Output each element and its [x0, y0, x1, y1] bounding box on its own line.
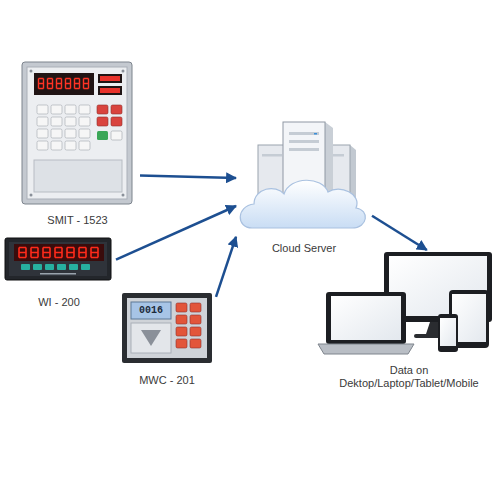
device-plate [34, 160, 122, 192]
laptop-base [318, 344, 414, 354]
node-label: WI - 200 [38, 296, 80, 309]
cloud-server-art [240, 122, 365, 228]
key [97, 131, 108, 140]
wi-device [5, 238, 111, 280]
small-display [98, 86, 122, 95]
server-node: Cloud Server [236, 115, 372, 255]
device-node: SMIT - 1523 [15, 55, 140, 227]
node-label: MWC - 201 [139, 374, 195, 387]
flow-arrow [372, 216, 427, 250]
screw [30, 70, 33, 73]
node-label: Data on Dektop/Laptop/Tablet/Mobile [336, 364, 482, 390]
lcd-display [131, 302, 171, 319]
small-display-lit [100, 88, 120, 93]
server-slot [289, 140, 319, 143]
screw [122, 194, 125, 197]
mwc-device [122, 293, 212, 363]
small-display-lit [100, 76, 120, 81]
button-row [20, 264, 92, 270]
device-face [27, 67, 127, 199]
server-slot [289, 148, 319, 151]
screw [30, 194, 33, 197]
edge-group [116, 175, 427, 296]
flow-arrow [140, 175, 236, 178]
arrow-symbol [141, 330, 161, 346]
device-plate [131, 323, 171, 353]
keypad [96, 104, 124, 128]
keypad [36, 104, 92, 152]
display-devices-node: Data on Dektop/Laptop/Tablet/Mobile [320, 250, 498, 390]
phone [438, 314, 458, 352]
device-node: MWC - 201 [118, 289, 216, 387]
server-slot [262, 154, 282, 157]
led-digits [17, 246, 101, 259]
small-display [98, 74, 122, 83]
keypad [175, 302, 203, 350]
device-node: WI - 200 [2, 233, 116, 309]
laptop-screen [331, 296, 401, 340]
laptop [326, 292, 406, 344]
device-bezel [22, 62, 132, 204]
key [111, 131, 122, 140]
end-devices-art [318, 252, 492, 354]
device-bezel [122, 293, 212, 363]
device-marking [40, 273, 76, 275]
led-digits [37, 77, 91, 91]
node-label: SMIT - 1523 [47, 214, 107, 227]
device-face [9, 242, 107, 276]
led-display [34, 73, 94, 95]
phone-screen [440, 318, 456, 346]
led-display [14, 244, 104, 261]
device-bezel [5, 238, 111, 280]
display-reading: 0016 [131, 302, 171, 319]
flow-arrow [116, 206, 236, 260]
node-label: Cloud Server [272, 242, 336, 255]
server-led [314, 133, 317, 135]
server-slot [289, 132, 319, 135]
flow-arrow [216, 237, 236, 297]
smit-device [22, 62, 132, 204]
screw [122, 70, 125, 73]
cloud-shape [240, 180, 365, 228]
device-face [127, 298, 207, 358]
